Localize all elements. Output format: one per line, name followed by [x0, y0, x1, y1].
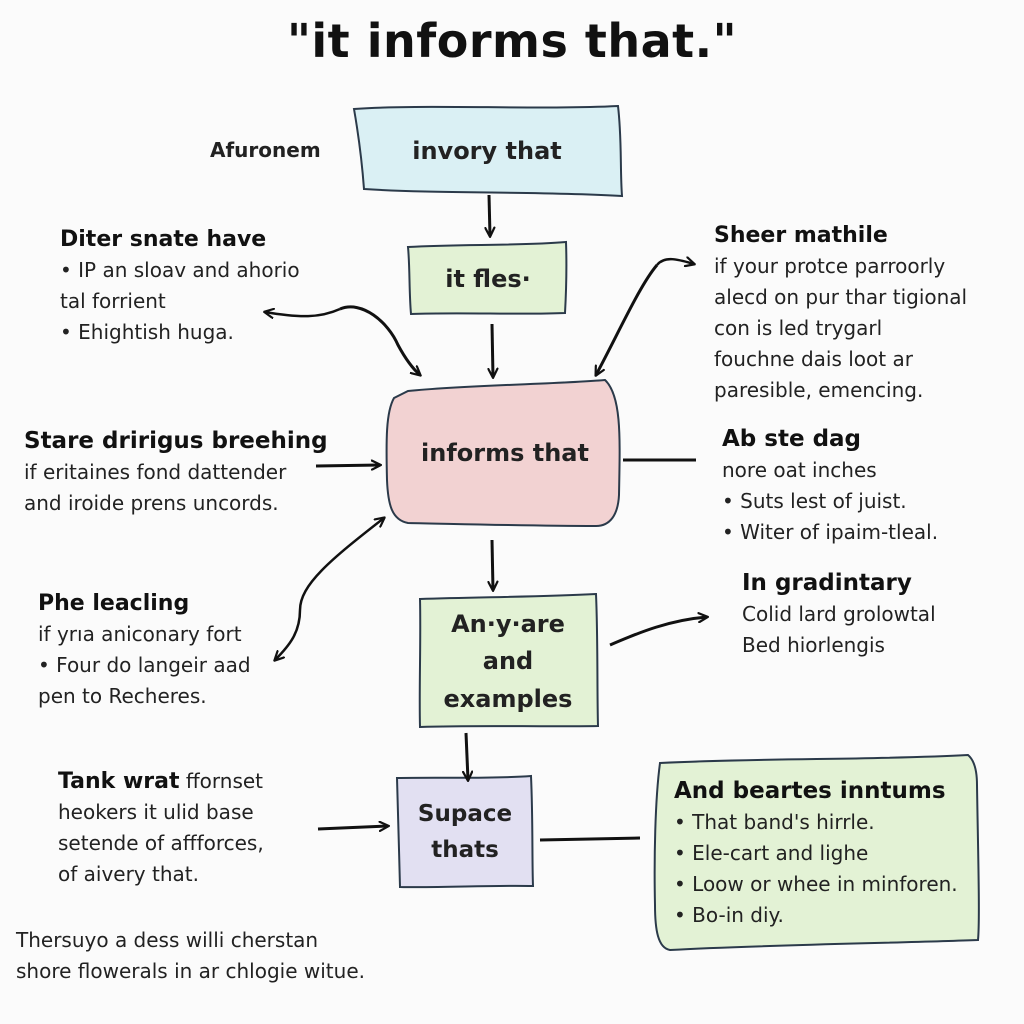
right-note-3-heading: In gradintary — [742, 570, 912, 596]
arrow-curve-right-to-center — [596, 264, 659, 375]
right-note-4-heading: And beartes inntums — [674, 778, 946, 804]
right-note-1-line: paresible, emencing. — [714, 378, 924, 402]
right-note-4-line: • Loow or whee in minforen. — [674, 872, 958, 896]
examples-node-label: An·y·are and examples — [443, 610, 573, 713]
left-note-1-line: tal forrient — [60, 289, 166, 313]
right-note-2: Ab ste dag nore oat inches • Suts lest o… — [722, 424, 938, 548]
left-note-3: Phe leacling if yrıa anicοnary fort • Fo… — [38, 588, 251, 712]
left-note-1-line: • Ehightish huga. — [60, 320, 234, 344]
footer-line: Thersuyo a dess willi cherstan — [16, 928, 319, 952]
line-bottom-to-right-note — [539, 836, 641, 842]
right-note-4-line: • That band's hirrle. — [674, 810, 875, 834]
arrow-curve-right-to-note — [656, 259, 694, 265]
right-note-4: And beartes inntums • That band's hirrle… — [674, 776, 958, 931]
right-note-1-line: con is led trygarl — [714, 316, 883, 340]
diagram-title: "it informs that." — [286, 14, 738, 68]
left-note-3-heading: Phe leacling — [38, 591, 190, 616]
arrow-left-note-to-center — [315, 465, 380, 466]
left-note-4: Tank wrat ffornset heokers it ulid base … — [58, 766, 264, 890]
top-node-box — [352, 104, 624, 198]
second-node-label: it fles· — [445, 265, 531, 294]
left-note-1-line: • IP an sloav and ahorio — [60, 258, 300, 282]
right-note-1-line: fouchne dais loot ar — [714, 347, 913, 371]
left-note-4-line: heokers it ulid base — [58, 800, 254, 824]
arrow-second-to-center — [492, 323, 493, 377]
left-note-4-line: of aivery that. — [58, 862, 199, 886]
footer-note: Thersuyo a dess willi cherstan shore flo… — [16, 925, 365, 987]
label-afuronem: Afuronem — [210, 138, 321, 162]
arrow-examples-to-right-note — [609, 617, 707, 647]
left-note-1-heading: Diter snate have — [60, 227, 267, 252]
left-note-2-line: and iroide prens uncords. — [24, 491, 279, 515]
right-note-3-line: Colid lard grolowtal — [742, 602, 936, 626]
center-node-label: informs that — [421, 439, 589, 468]
right-note-box — [653, 753, 980, 952]
arrow-curve-lower-left — [275, 518, 384, 660]
arrow-curve-to-left-note — [265, 309, 341, 316]
right-note-1-line: alecd on pur thar tigional — [714, 285, 968, 309]
left-note-4-heading: Tank wrat — [58, 769, 180, 794]
bottom-node-label: Supace thats — [417, 800, 513, 863]
right-note-4-line: • Ele-cart and lighe — [674, 841, 869, 865]
right-note-3-line: Bed hiorlengis — [742, 633, 885, 657]
center-node-box — [385, 378, 621, 528]
arrow-left-note-to-bottom — [317, 826, 388, 829]
right-note-2-line: nore oat inches — [722, 458, 877, 482]
second-node-box — [406, 240, 568, 316]
examples-node-box — [418, 592, 600, 729]
left-note-4-line: setende of affforces, — [58, 831, 264, 855]
right-note-2-line: • Witer of ipaim-tleal. — [722, 520, 939, 544]
top-node-label: invory that — [412, 137, 562, 166]
arrow-center-to-examples — [492, 539, 493, 590]
left-note-3-line: • Four do langeir aad — [38, 653, 251, 677]
right-note-2-line: • Suts lest of juist. — [722, 489, 907, 513]
left-note-2: Stare dririgus breehing if eritaines fon… — [24, 426, 328, 519]
arrow-top-to-second — [489, 194, 490, 236]
left-note-2-line: if eritaines fond dattender — [24, 460, 287, 484]
footer-line: shore flowerals in ar chlogie witue. — [16, 959, 365, 983]
right-note-4-line: • Bo-in diy. — [674, 903, 784, 927]
left-note-3-line: pen to Recheres. — [38, 684, 207, 708]
right-note-1-line: if your protce parroorly — [714, 254, 946, 278]
left-note-3-line: if yrıa anicοnary fort — [38, 622, 242, 646]
arrow-examples-to-bottom — [466, 732, 468, 780]
right-note-1: Sheer mathile if your protce parroorly a… — [714, 220, 967, 406]
left-note-1: Diter snate have • IP an sloav and ahori… — [60, 224, 300, 348]
right-note-3: In gradintary Colid lard grolowtal Bed h… — [742, 568, 936, 661]
left-note-2-heading: Stare dririgus breehing — [24, 428, 328, 454]
bottom-node-box — [395, 774, 535, 889]
right-note-1-heading: Sheer mathile — [714, 223, 888, 248]
arrow-curve-to-center-left — [339, 305, 420, 375]
left-note-4-heading-rest: ffornset — [185, 769, 264, 793]
right-note-2-heading: Ab ste dag — [722, 426, 862, 452]
